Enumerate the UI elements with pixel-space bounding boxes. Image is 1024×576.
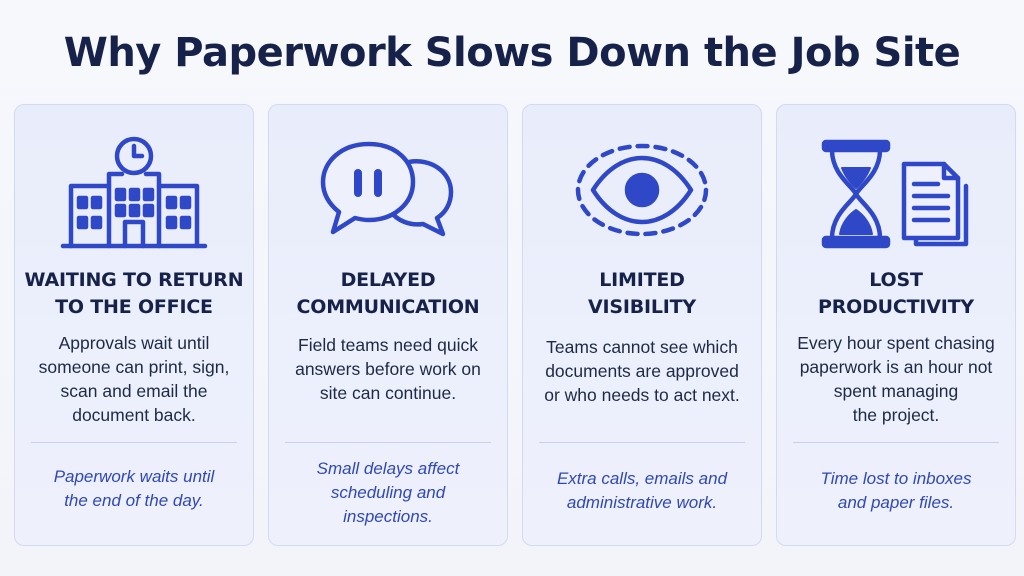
page-title: Why Paperwork Slows Down the Job Site — [63, 30, 961, 76]
hourglass-document-icon — [777, 129, 1015, 259]
card-heading: LIMITED VISIBILITY — [588, 269, 696, 318]
card-description: Approvals wait until someone can print, … — [38, 333, 230, 425]
card-heading: DELAYED COMMUNICATION — [296, 269, 480, 318]
card-footer-note: Small delays affect scheduling and inspe… — [316, 459, 460, 526]
office-building-clock-icon — [15, 129, 253, 259]
divider — [793, 442, 999, 443]
card-footer-note: Extra calls, emails and administrative w… — [556, 469, 728, 512]
card-waiting-to-return: WAITING TO RETURN TO THE OFFICE Approval… — [14, 104, 254, 546]
card-lost-productivity: LOST PRODUCTIVITY Every hour spent chasi… — [776, 104, 1016, 546]
card-limited-visibility: LIMITED VISIBILITY Teams cannot see whic… — [522, 104, 762, 546]
card-delayed-communication: DELAYED COMMUNICATION Field teams need q… — [268, 104, 508, 546]
eye-icon — [523, 129, 761, 259]
divider — [285, 442, 491, 443]
divider — [539, 442, 745, 443]
card-heading: LOST PRODUCTIVITY — [818, 269, 974, 318]
card-description: Every hour spent chasing paperwork is an… — [797, 333, 995, 425]
divider — [31, 442, 237, 443]
card-footer-note: Paperwork waits until the end of the day… — [53, 467, 215, 510]
chat-bubbles-pause-icon — [269, 129, 507, 259]
card-description: Teams cannot see which documents are app… — [544, 337, 740, 405]
card-heading: WAITING TO RETURN TO THE OFFICE — [24, 269, 244, 318]
card-footer-note: Time lost to inboxes and paper files. — [820, 469, 972, 512]
cards-row: WAITING TO RETURN TO THE OFFICE Approval… — [14, 104, 1016, 546]
card-description: Field teams need quick answers before wo… — [295, 335, 481, 403]
